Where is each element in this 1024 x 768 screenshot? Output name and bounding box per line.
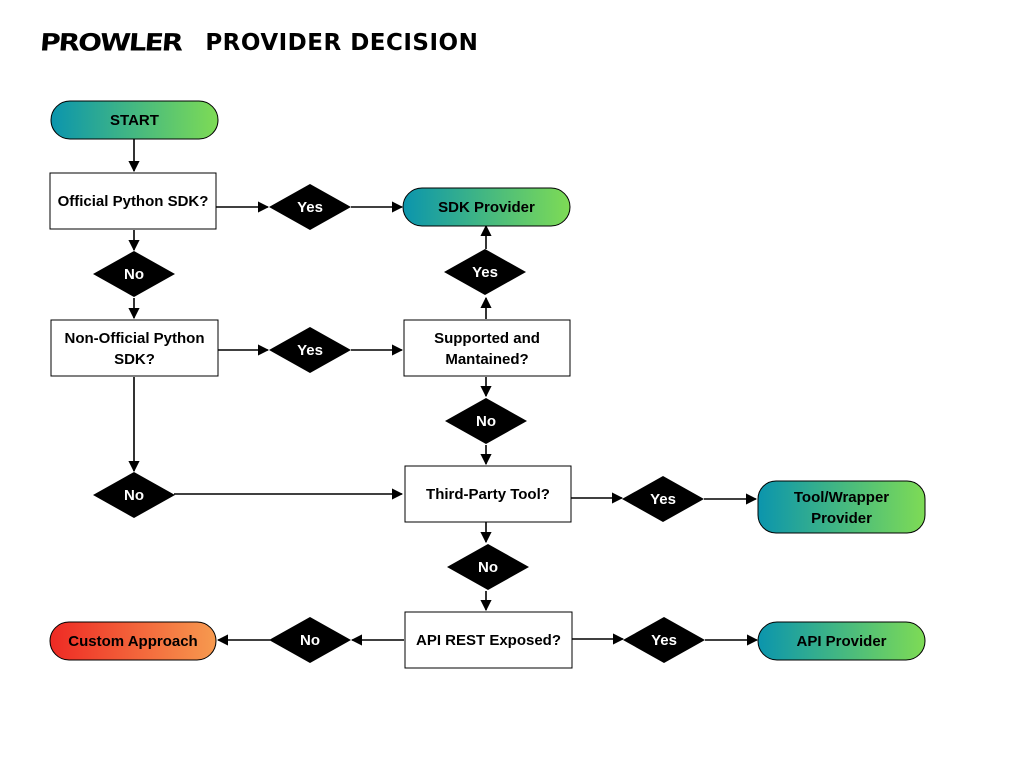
decision-yes-api-rest: Yes — [623, 617, 705, 663]
custom-approach-node: Custom Approach — [49, 621, 217, 661]
official-sdk-label: Official Python SDK? — [58, 193, 209, 210]
official-sdk-box: Official Python SDK? — [49, 172, 217, 230]
tool-wrapper-provider-node: Tool/Wrapper Provider — [757, 480, 926, 534]
supported-box: Supported and Mantained? — [403, 319, 571, 377]
decision-yes-third-party: Yes — [622, 476, 704, 522]
third-party-box: Third-Party Tool? — [404, 465, 572, 523]
header: PROWLER PROVIDER DECISION — [39, 26, 479, 60]
decision-yes-label: Yes — [650, 491, 676, 508]
decision-no-api-rest: No — [269, 617, 351, 663]
sdk-provider-node: SDK Provider — [402, 187, 571, 227]
decision-yes-label: Yes — [297, 199, 323, 216]
decision-no-label: No — [300, 632, 320, 649]
non-official-sdk-box: Non-Official Python SDK? — [50, 319, 219, 377]
api-provider-label: API Provider — [796, 633, 886, 650]
tool-wrapper-label-line1: Tool/Wrapper — [794, 489, 889, 506]
start-node: START — [50, 100, 219, 140]
page-title: PROVIDER DECISION — [205, 29, 479, 56]
connectors — [128, 139, 759, 646]
decision-yes-label: Yes — [651, 632, 677, 649]
supported-label-line1: Supported and — [434, 330, 540, 347]
decision-yes-label: Yes — [472, 264, 498, 281]
third-party-label: Third-Party Tool? — [426, 486, 550, 503]
non-official-sdk-label-line1: Non-Official Python — [65, 330, 205, 347]
decision-yes-official: Yes — [269, 184, 351, 230]
supported-label-line2: Mantained? — [445, 351, 528, 368]
decision-no-label: No — [476, 413, 496, 430]
start-label: START — [110, 112, 159, 129]
decision-yes-supported: Yes — [444, 249, 526, 295]
decision-no-official: No — [93, 251, 175, 297]
api-rest-label: API REST Exposed? — [416, 632, 561, 649]
decision-no-label: No — [124, 487, 144, 504]
decision-no-third-party: No — [447, 544, 529, 590]
decision-yes-non-official: Yes — [269, 327, 351, 373]
decision-no-non-official: No — [93, 472, 175, 518]
tool-wrapper-label-line2: Provider — [811, 510, 872, 527]
non-official-sdk-label-line2: SDK? — [114, 351, 155, 368]
decision-yes-label: Yes — [297, 342, 323, 359]
decision-no-supported: No — [445, 398, 527, 444]
decision-no-label: No — [478, 559, 498, 576]
decision-no-label: No — [124, 266, 144, 283]
custom-approach-label: Custom Approach — [68, 633, 197, 650]
api-rest-box: API REST Exposed? — [404, 611, 573, 669]
sdk-provider-label: SDK Provider — [438, 199, 535, 216]
api-provider-node: API Provider — [757, 621, 926, 661]
